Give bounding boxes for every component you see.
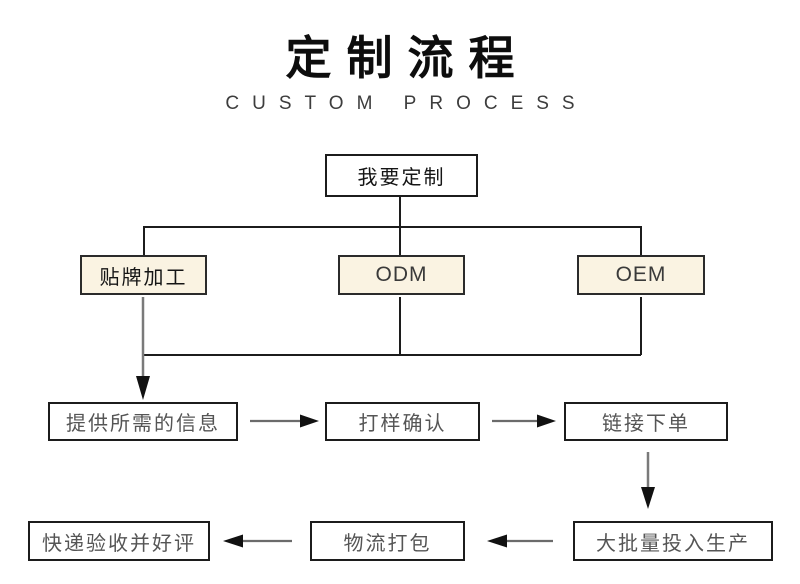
node-sample-confirm: 打样确认 (325, 402, 480, 441)
arrow-left-to-logistics (487, 534, 553, 548)
node-logistics-packing: 物流打包 (310, 521, 465, 561)
node-oem-processing: 贴牌加工 (80, 255, 207, 295)
node-delivery-review: 快递验收并好评 (28, 521, 210, 561)
arrow-left-to-delivery-review (223, 534, 292, 548)
page-title: 定制流程 (285, 32, 530, 84)
arrow-right-to-sample-confirm (250, 414, 319, 428)
node-provide-info: 提供所需的信息 (48, 402, 238, 441)
connector-merge (143, 297, 642, 356)
arrow-down-to-provide-info (136, 297, 150, 400)
arrow-right-to-order-link (492, 414, 556, 428)
page-subtitle: CUSTOM PROCESS (225, 93, 588, 114)
connector-tree (143, 197, 642, 255)
node-mass-production: 大批量投入生产 (573, 521, 773, 561)
node-oem: OEM (577, 255, 705, 295)
node-odm: ODM (338, 255, 465, 295)
node-start: 我要定制 (325, 154, 478, 197)
arrow-down-to-mass-production (641, 452, 655, 509)
node-order-link: 链接下单 (564, 402, 728, 441)
